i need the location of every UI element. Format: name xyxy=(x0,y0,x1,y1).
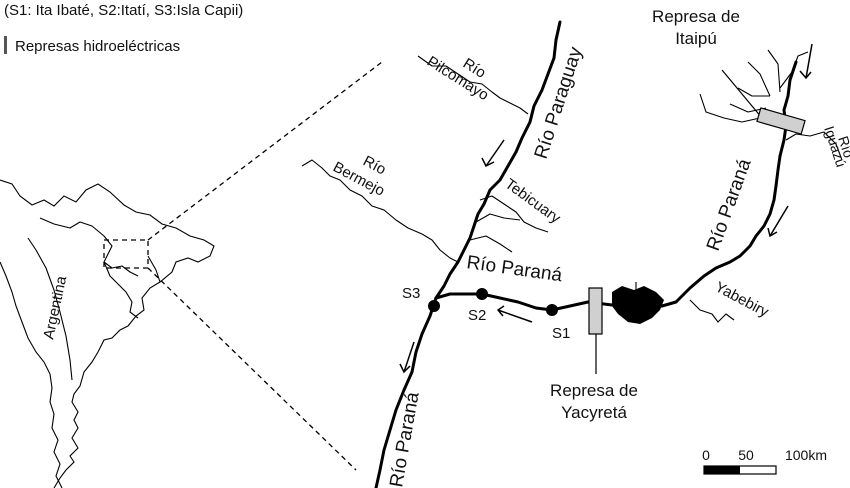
legend-sites-text: (S1: Ita Ibaté, S2:Itatí, S3:Isla Capii) xyxy=(4,2,244,19)
main-rivers xyxy=(374,20,798,488)
tebicuary-label: Tebicuary xyxy=(502,175,564,227)
overview-river-branch xyxy=(147,255,161,283)
overview-map: Argentina xyxy=(0,179,215,488)
bermejo-river-line xyxy=(301,159,459,263)
yacyreta-dam xyxy=(588,287,603,335)
yacyreta-reservoir xyxy=(612,286,664,324)
yacyreta-label-line1: Represa de xyxy=(550,381,638,400)
itaipu-leader-line xyxy=(721,69,763,119)
arrow-upper-right xyxy=(799,43,813,80)
parana-south-river-line xyxy=(374,296,438,488)
scale-label-0: 0 xyxy=(702,447,710,463)
paraguay-tributary-1 xyxy=(475,213,521,223)
itaipu-label-line2: Itaipú xyxy=(675,29,717,48)
zoom-area-box xyxy=(103,239,149,269)
scale-bar: 0 50 100km xyxy=(702,447,827,475)
parana-middle-label: Río Paraná xyxy=(465,252,564,286)
itaipu-dam xyxy=(756,107,806,135)
site-s3-marker xyxy=(428,300,440,312)
scale-label-100km: 100km xyxy=(785,447,827,463)
minor-rivers xyxy=(301,49,843,323)
site-s1-marker xyxy=(546,304,558,316)
pilcomayo-river-line xyxy=(417,55,529,115)
paraguay-label: Río Paraguay xyxy=(531,44,587,161)
paraguay-tributary-2 xyxy=(469,235,513,253)
dam-legend-swatch xyxy=(4,36,7,54)
scale-bar-segment-1 xyxy=(704,466,740,474)
arrow-paraguay xyxy=(481,139,505,168)
west-coastline xyxy=(0,261,63,488)
site-s1-label: S1 xyxy=(552,325,570,342)
overview-inland-line xyxy=(27,237,73,381)
parana-south-label: Río Paraná xyxy=(386,390,423,488)
site-s2-label: S2 xyxy=(468,307,486,324)
scale-label-50: 50 xyxy=(738,447,754,463)
yacyreta-label-line2: Yacyretá xyxy=(561,403,627,422)
legend-dams: Represas hidroeléctricas xyxy=(4,36,180,55)
upper-parana-tributaries xyxy=(699,49,781,123)
zoom-line-bottom xyxy=(147,267,357,471)
legend-dams-text: Represas hidroeléctricas xyxy=(15,38,181,55)
sampling-sites: S1 S2 S3 xyxy=(402,285,570,342)
dam-labels: Represa de Itaipú Represa de Yacyretá xyxy=(550,7,740,422)
tebicuary-river-line xyxy=(479,195,549,233)
paraguay-river-line xyxy=(434,20,562,300)
yabebiry-label: Yabebiry xyxy=(712,279,772,322)
overview-border-north xyxy=(39,217,139,277)
dams xyxy=(588,69,806,374)
parana-upper-river-line xyxy=(674,60,798,304)
overview-border-east xyxy=(103,261,139,319)
yabebiry-river-line xyxy=(689,299,735,323)
itaipu-label-line1: Represa de xyxy=(652,7,740,26)
zoom-line-top xyxy=(147,61,383,241)
arrow-parana-middle xyxy=(496,305,533,323)
iguazu-river-line xyxy=(785,131,843,161)
arrow-parana-south xyxy=(399,341,415,374)
site-s2-marker xyxy=(476,288,488,300)
site-s3-label: S3 xyxy=(402,285,420,302)
flow-arrows xyxy=(399,43,813,374)
overview-country-label: Argentina xyxy=(40,274,70,341)
south-america-coastline xyxy=(0,179,215,488)
arrow-parana-upper xyxy=(767,205,789,238)
parana-north-label: Río Paraná xyxy=(703,156,756,254)
